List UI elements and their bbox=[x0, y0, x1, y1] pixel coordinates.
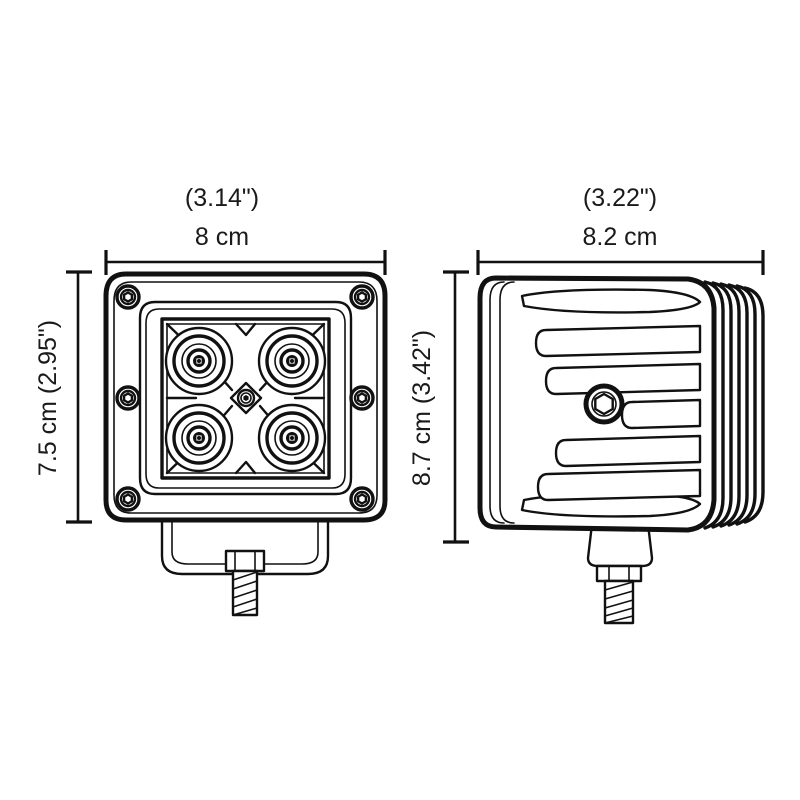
side-cooling-fin-4 bbox=[554, 434, 702, 468]
side-width-metric-label: 8.2 cm bbox=[582, 223, 657, 251]
side-stud-thread-hatching bbox=[604, 581, 634, 624]
side-cooling-fin-3 bbox=[620, 398, 702, 430]
front-view bbox=[103, 271, 388, 617]
led-bl-die-center bbox=[197, 436, 201, 440]
front-bezel-screws bbox=[115, 284, 375, 512]
side-front-bezel-lip-inner bbox=[489, 281, 505, 524]
bezel-screw-top-left bbox=[115, 284, 141, 310]
side-height-label: 8.7 cm (3.42") bbox=[408, 330, 436, 486]
bezel-screw-bottom-right bbox=[349, 486, 375, 512]
side-hex-screw-socket bbox=[594, 392, 614, 416]
front-housing-inner-edge bbox=[113, 281, 378, 514]
bezel-screw-middle-left bbox=[115, 385, 141, 411]
front-bezel-mid-frame bbox=[145, 308, 346, 489]
led-tr-die-center bbox=[290, 359, 294, 363]
side-mounting-stud bbox=[586, 522, 654, 625]
side-width-dimension: (3.22") 8.2 cm bbox=[476, 184, 765, 275]
front-height-dimension: 7.5 cm (2.95") bbox=[34, 270, 92, 524]
front-width-dimension: (3.14") 8 cm bbox=[104, 184, 387, 275]
side-front-bezel-lip-outer bbox=[499, 281, 515, 524]
bezel-screw-bottom-left bbox=[115, 486, 141, 512]
front-stud-thread-hatching bbox=[232, 571, 258, 616]
side-rear-fin-stack bbox=[703, 280, 765, 530]
led-module-top-right bbox=[257, 326, 327, 396]
side-view bbox=[477, 275, 765, 625]
front-center-hub bbox=[229, 381, 263, 415]
side-height-dimension: 8.7 cm (3.42") bbox=[408, 270, 469, 544]
side-hex-screw bbox=[583, 383, 625, 425]
side-fin-top bbox=[520, 288, 702, 314]
front-center-screw-hex-socket bbox=[243, 395, 249, 401]
front-mounting-stud bbox=[224, 549, 266, 617]
led-module-top-left bbox=[164, 326, 234, 396]
led-br-die-center bbox=[290, 436, 294, 440]
side-cooling-fin-5 bbox=[536, 468, 702, 502]
led-module-bottom-right bbox=[257, 403, 327, 473]
front-stud-nut bbox=[224, 549, 266, 573]
front-height-label: 7.5 cm (2.95") bbox=[34, 320, 62, 476]
bezel-screw-top-right bbox=[349, 284, 375, 310]
side-width-imperial-label: (3.22") bbox=[583, 184, 657, 212]
side-cooling-fin-2 bbox=[544, 362, 702, 396]
side-stud-nut bbox=[595, 564, 643, 583]
led-tl-die-center bbox=[197, 359, 201, 363]
bezel-screw-middle-right bbox=[349, 385, 375, 411]
front-width-metric-label: 8 cm bbox=[195, 223, 249, 251]
side-cooling-fin-1 bbox=[534, 324, 702, 358]
led-module-bottom-left bbox=[164, 403, 234, 473]
side-cooling-fins bbox=[534, 324, 702, 502]
front-width-imperial-label: (3.14") bbox=[185, 184, 259, 212]
